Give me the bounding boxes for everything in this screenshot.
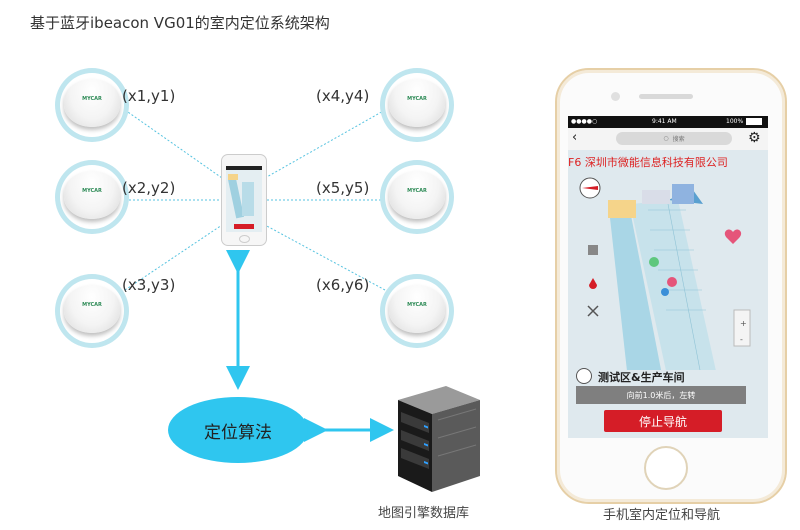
- beacon-logo: MYCAR: [82, 96, 102, 102]
- line-beacon-3: [124, 224, 223, 291]
- svg-text:-: -: [740, 335, 743, 344]
- floor-title: F6 深圳市微能信息科技有限公司: [568, 156, 728, 169]
- position-marker: [649, 257, 659, 267]
- beacon-logo: MYCAR: [407, 188, 427, 194]
- location-info: 测试区&生产车间: [576, 366, 746, 388]
- line-beacon-6: [264, 224, 386, 291]
- beacon-5: MYCAR: [380, 160, 454, 234]
- search-placeholder: 搜索: [672, 136, 685, 143]
- beacon-3: MYCAR: [55, 274, 129, 348]
- battery-text: 100%: [726, 118, 744, 125]
- direction-banner: 向前1.0米后，左转: [576, 386, 746, 404]
- front-camera: [611, 92, 620, 101]
- tools-icon: [587, 305, 599, 317]
- svg-text:+: +: [740, 319, 747, 328]
- line-beacon-1: [124, 109, 223, 179]
- phone-caption: 手机室内定位和导航: [603, 508, 721, 523]
- coord-label-5: (x5,y5): [316, 179, 370, 197]
- page-title: 基于蓝牙ibeacon VG01的室内定位系统架构: [30, 14, 330, 32]
- beacon-1: MYCAR: [55, 68, 129, 142]
- signal-icon: ●●●●○: [571, 118, 598, 125]
- destination-marker: [667, 277, 677, 287]
- search-icon: ○: [663, 135, 669, 142]
- positioning-algorithm: 定位算法: [168, 397, 308, 463]
- stop-navigation-label: 停止导航: [638, 414, 687, 429]
- coord-label-2: (x2,y2): [122, 179, 176, 197]
- indoor-map[interactable]: + -: [568, 170, 768, 370]
- algorithm-label: 定位算法: [204, 422, 272, 443]
- coord-label-3: (x3,y3): [122, 276, 176, 294]
- beacon-logo: MYCAR: [407, 96, 427, 102]
- database-label: 地图引擎数据库: [378, 506, 470, 521]
- back-icon[interactable]: ‹: [572, 130, 578, 145]
- nav-bar: ‹ ○ 搜索 ⚙: [568, 128, 768, 150]
- direction-text: 向前1.0米后，左转: [626, 390, 696, 400]
- zoom-control: [733, 309, 751, 347]
- stop-navigation-button[interactable]: 停止导航: [604, 410, 722, 432]
- beacon-logo: MYCAR: [407, 302, 427, 308]
- clock-icon: [576, 368, 592, 384]
- beacon-4: MYCAR: [380, 68, 454, 142]
- favorite-icon: [724, 229, 742, 244]
- beacon-6: MYCAR: [380, 274, 454, 348]
- line-beacon-4: [264, 109, 386, 179]
- search-input[interactable]: ○ 搜索: [616, 132, 732, 145]
- earpiece: [639, 94, 693, 99]
- gear-icon[interactable]: ⚙: [748, 130, 761, 146]
- coord-label-4: (x4,y4): [316, 87, 370, 105]
- map-legend-icon: [588, 245, 598, 255]
- status-bar: ●●●●○ 9:41 AM 100%: [568, 116, 768, 128]
- small-phone-icon: [221, 154, 267, 246]
- server-icon: [388, 380, 484, 496]
- coord-label-1: (x1,y1): [122, 87, 176, 105]
- battery-icon: [746, 118, 762, 125]
- phone-screen: ●●●●○ 9:41 AM 100% ‹ ○ 搜索 ⚙ F6 深圳市微能信息科技…: [568, 116, 768, 438]
- coord-label-6: (x6,y6): [316, 276, 370, 294]
- beacon-2: MYCAR: [55, 160, 129, 234]
- beacon-logo: MYCAR: [82, 188, 102, 194]
- location-label: 测试区&生产车间: [598, 371, 685, 384]
- drop-icon: [589, 278, 597, 289]
- user-location-marker: [661, 288, 669, 296]
- home-button[interactable]: [644, 446, 688, 490]
- status-time: 9:41 AM: [652, 118, 677, 125]
- beacon-logo: MYCAR: [82, 302, 102, 308]
